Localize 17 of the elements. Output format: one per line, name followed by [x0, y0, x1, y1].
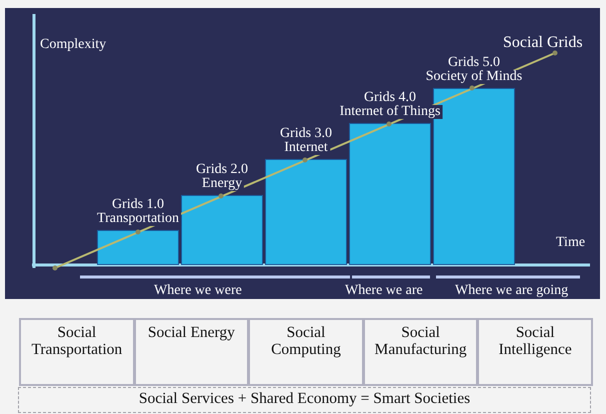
bar-subtitle: Internet [282, 141, 330, 155]
bar-subtitle: Energy [200, 177, 244, 191]
table-cell: Social Manufacturing [362, 318, 478, 386]
table-cell: Social Services + Shared Economy = Smart Societies [18, 387, 591, 413]
table-cell: Social Energy [134, 318, 250, 386]
timeline-label: Where we were [154, 283, 242, 298]
bar-subtitle: Society of Minds [424, 70, 524, 84]
bar-subtitle: Internet of Things [338, 105, 442, 119]
axis-label: Complexity [40, 37, 106, 52]
series-label: Social Grids [503, 35, 583, 50]
table-cell: Social Computing [248, 318, 364, 386]
timeline-label: Where we are going [455, 283, 568, 298]
axis-label: Time [556, 235, 586, 250]
timeline-label: Where we are [345, 283, 423, 298]
bar-subtitle: Transportation [95, 212, 181, 226]
table-cell: Social Intelligence [477, 318, 593, 386]
table-cell: Social Transportation [19, 318, 135, 386]
